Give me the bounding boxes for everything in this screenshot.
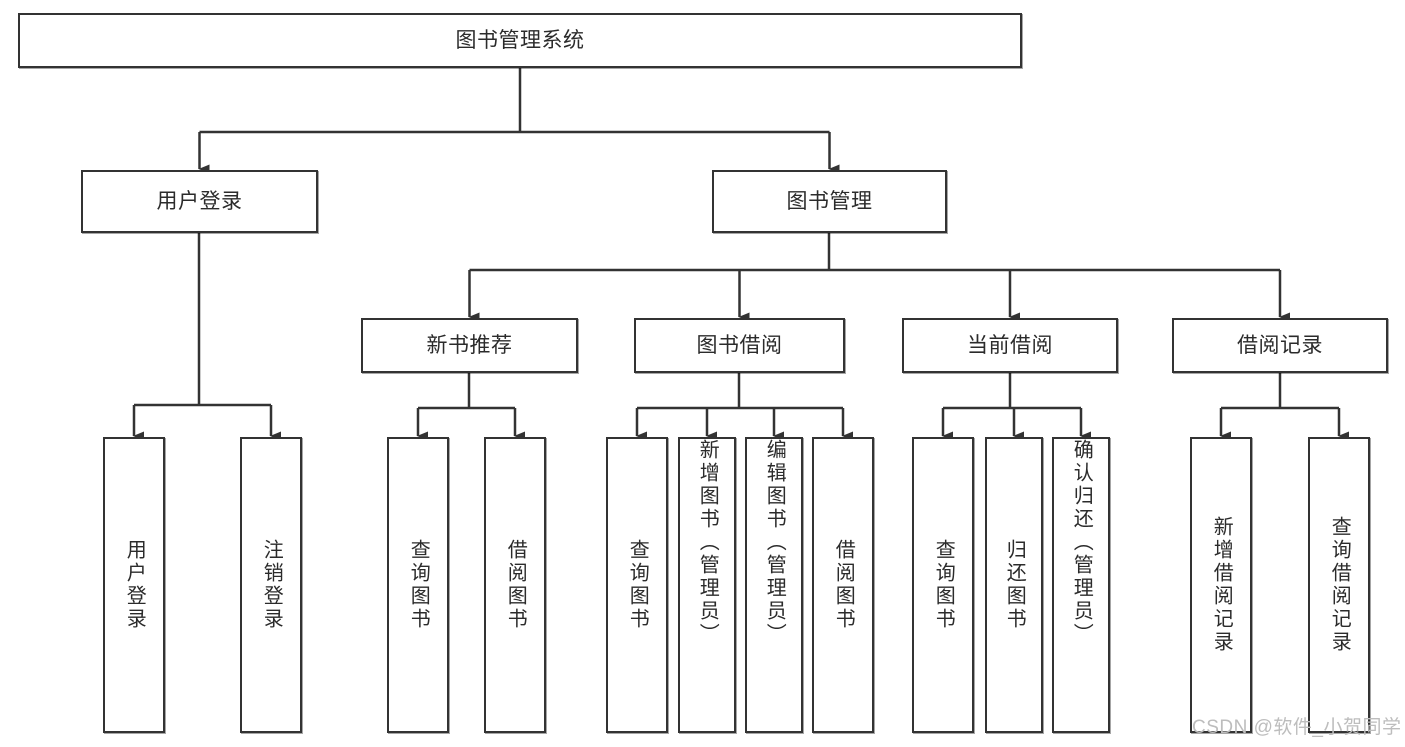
node-label: 查询图书 xyxy=(626,539,649,631)
node-records[interactable]: 借阅记录 xyxy=(1172,318,1388,373)
node-label: 图书管理 xyxy=(786,189,873,213)
node-leaf-rec-2[interactable]: 查询借阅记录 xyxy=(1308,437,1370,733)
node-label: 注销登录 xyxy=(260,539,283,631)
node-label: 归还图书 xyxy=(1003,539,1026,631)
node-label: 借阅记录 xyxy=(1237,333,1323,357)
node-leaf-new-1[interactable]: 查询图书 xyxy=(387,437,449,733)
node-label: 借阅图书 xyxy=(832,539,855,631)
node-leaf-new-2[interactable]: 借阅图书 xyxy=(484,437,546,733)
node-leaf-cur-3[interactable]: 确认归还（管理员） xyxy=(1052,437,1110,733)
node-leaf-login-1[interactable]: 用户登录 xyxy=(103,437,165,733)
node-leaf-borrow-3[interactable]: 编辑图书（管理员） xyxy=(745,437,803,733)
node-borrow[interactable]: 图书借阅 xyxy=(634,318,845,373)
node-login[interactable]: 用户登录 xyxy=(81,170,318,233)
node-label: 新增借阅记录 xyxy=(1210,516,1233,654)
node-current[interactable]: 当前借阅 xyxy=(902,318,1118,373)
node-label: 图书借阅 xyxy=(696,333,783,357)
node-leaf-cur-1[interactable]: 查询图书 xyxy=(912,437,974,733)
node-leaf-login-2[interactable]: 注销登录 xyxy=(240,437,302,733)
node-leaf-borrow-2[interactable]: 新增图书（管理员） xyxy=(678,437,736,733)
edge-group xyxy=(132,68,1349,441)
node-label: 用户登录 xyxy=(123,539,146,631)
node-label: 用户登录 xyxy=(156,189,243,213)
node-leaf-cur-2[interactable]: 归还图书 xyxy=(985,437,1043,733)
node-label: 查询图书 xyxy=(932,539,955,631)
node-label: 新书推荐 xyxy=(426,333,513,357)
node-bookmgmt[interactable]: 图书管理 xyxy=(712,170,947,233)
node-label: 新增图书（管理员） xyxy=(696,439,719,646)
watermark-text: CSDN @软件_小贺同学 xyxy=(1192,717,1402,738)
node-label: 查询借阅记录 xyxy=(1328,516,1351,654)
node-leaf-borrow-4[interactable]: 借阅图书 xyxy=(812,437,874,733)
node-root[interactable]: 图书管理系统 xyxy=(18,13,1022,68)
node-label: 借阅图书 xyxy=(504,539,527,631)
node-leaf-borrow-1[interactable]: 查询图书 xyxy=(606,437,668,733)
node-label: 编辑图书（管理员） xyxy=(763,439,786,646)
node-leaf-rec-1[interactable]: 新增借阅记录 xyxy=(1190,437,1252,733)
node-label: 当前借阅 xyxy=(967,333,1053,357)
node-label: 确认归还（管理员） xyxy=(1070,439,1093,646)
node-label: 图书管理系统 xyxy=(455,28,585,52)
node-label: 查询图书 xyxy=(407,539,430,631)
node-newbook[interactable]: 新书推荐 xyxy=(361,318,578,373)
